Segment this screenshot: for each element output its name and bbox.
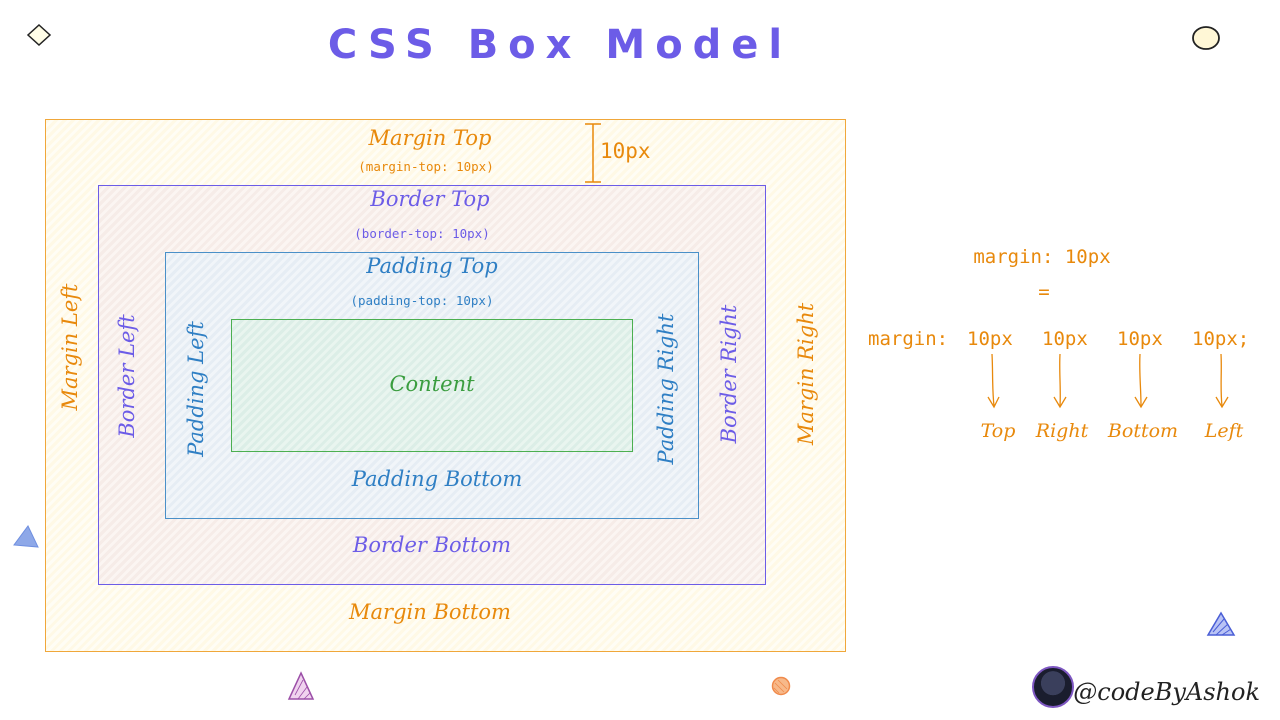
padding-left-label: Padding Left — [184, 321, 208, 457]
shorthand-value-right: 10px — [1042, 328, 1088, 350]
avatar — [1032, 666, 1074, 708]
shorthand-equals: = — [1038, 281, 1050, 303]
dimension-marker-icon — [585, 123, 601, 183]
dimension-label: 10px — [600, 139, 651, 163]
border-right-label: Border Right — [717, 304, 741, 444]
padding-top-label: Padding Top — [366, 254, 498, 278]
padding-bottom-label: Padding Bottom — [351, 467, 523, 491]
triangle-shape-icon — [287, 671, 315, 700]
shorthand-value-left: 10px; — [1192, 328, 1250, 350]
side-left: Left — [1204, 420, 1244, 442]
side-bottom: Bottom — [1107, 420, 1179, 442]
triangle-shape-icon — [13, 525, 39, 548]
shorthand-value-bottom: 10px — [1117, 328, 1163, 350]
shorthand-prefix: margin: — [868, 328, 949, 350]
margin-top-code: (margin-top: 10px) — [358, 159, 494, 174]
border-top-label: Border Top — [370, 187, 490, 211]
arrows-icon — [987, 353, 1229, 409]
side-top: Top — [980, 420, 1016, 442]
border-left-label: Border Left — [115, 314, 139, 438]
margin-bottom-label: Margin Bottom — [349, 600, 511, 624]
content-label: Content — [389, 372, 475, 396]
triangle-shape-icon — [1206, 611, 1236, 636]
margin-top-label: Margin Top — [368, 126, 492, 150]
side-right: Right — [1035, 420, 1089, 442]
circle-shape-icon — [771, 676, 791, 696]
shorthand-value-top: 10px — [967, 328, 1013, 350]
border-bottom-label: Border Bottom — [352, 533, 512, 557]
shorthand-single: margin: 10px — [973, 246, 1111, 268]
diamond-shape-icon — [26, 23, 52, 47]
margin-right-label: Margin Right — [794, 302, 818, 446]
content-box — [231, 319, 633, 452]
padding-top-code: (padding-top: 10px) — [350, 293, 494, 308]
author-handle: @codeByAshok — [1073, 678, 1260, 706]
margin-left-label: Margin Left — [58, 283, 82, 411]
padding-right-label: Padding Right — [654, 313, 678, 465]
circle-shape-icon — [1192, 26, 1220, 50]
page-title: CSS Box Model — [327, 22, 793, 68]
border-top-code: (border-top: 10px) — [354, 226, 490, 241]
